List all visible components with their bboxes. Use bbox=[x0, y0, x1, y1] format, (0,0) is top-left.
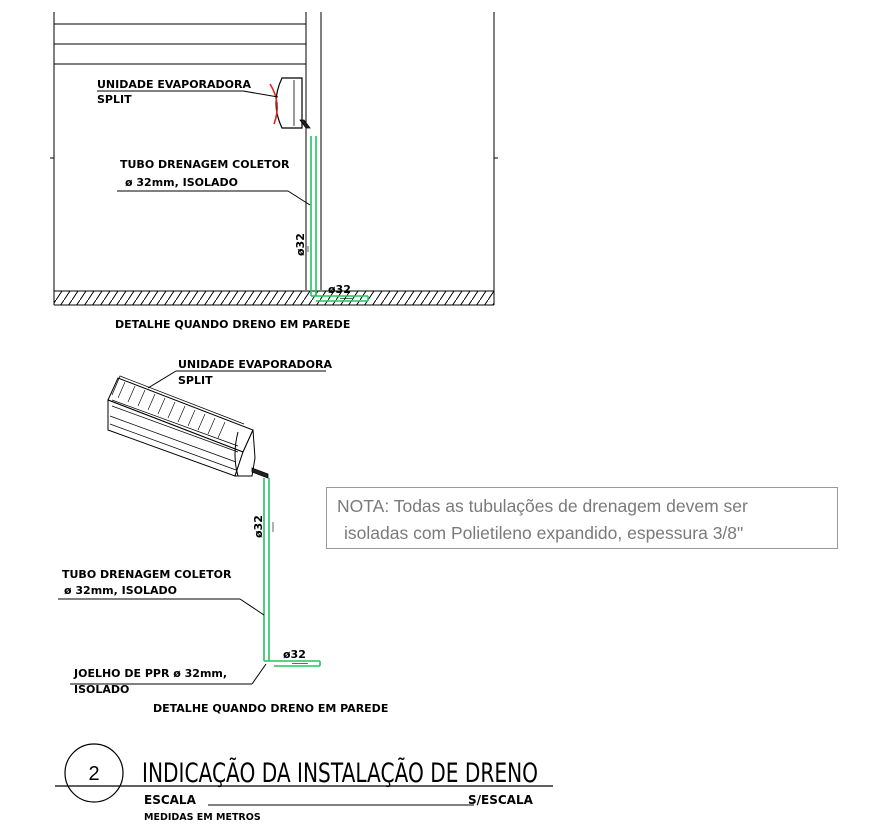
leader-line bbox=[239, 598, 265, 616]
detail-isometric: UNIDADE EVAPORADORA SPLIT ø32 TUBO DRENA… bbox=[58, 358, 388, 715]
drain-pipe-horizontal-2 bbox=[264, 660, 321, 667]
pipe-label-line1: TUBO DRENAGEM COLETOR bbox=[62, 568, 232, 581]
scale-value: S/ESCALA bbox=[468, 793, 534, 807]
note-line1: NOTA: Todas as tubulações de drenagem de… bbox=[337, 496, 748, 516]
unit-label-line2: SPLIT bbox=[97, 93, 132, 106]
leader-line bbox=[147, 370, 177, 389]
elbow-label-line2: ISOLADO bbox=[74, 683, 129, 696]
dimension-horizontal: ø32 bbox=[328, 283, 351, 296]
dimension-vertical: ø32 bbox=[252, 515, 265, 538]
drain-pipe-vertical bbox=[310, 136, 317, 296]
leader-line bbox=[251, 663, 267, 685]
unit-label-line2: SPLIT bbox=[178, 374, 213, 387]
pipe-label-line2: ø 32mm, ISOLADO bbox=[125, 176, 238, 189]
detail-caption: DETALHE QUANDO DRENO EM PAREDE bbox=[153, 702, 388, 715]
dimension-vertical: ø32 bbox=[294, 233, 307, 256]
dimension-horizontal: ø32 bbox=[283, 648, 306, 661]
note-box: NOTA: Todas as tubulações de drenagem de… bbox=[326, 487, 838, 549]
unit-label-line1: UNIDADE EVAPORADORA bbox=[97, 78, 251, 91]
evaporator-unit-side-icon bbox=[269, 77, 311, 129]
title-block: 2 INDICAÇÃO DA INSTALAÇÃO DE DRENO ESCAL… bbox=[55, 743, 553, 823]
units-note: MEDIDAS EM METROS bbox=[144, 812, 261, 823]
detail-wall-section: UNIDADE EVAPORADORA SPLIT TUBO DRENAGEM … bbox=[50, 12, 498, 331]
note-line2: isoladas com Polietileno expandido, espe… bbox=[344, 523, 744, 543]
scale-label: ESCALA bbox=[144, 793, 197, 807]
floor-hatch bbox=[54, 291, 494, 305]
drawing-title: INDICAÇÃO DA INSTALAÇÃO DE DRENO bbox=[142, 757, 538, 789]
unit-label-line1: UNIDADE EVAPORADORA bbox=[178, 358, 332, 371]
elbow-label-line1: JOELHO DE PPR ø 32mm, bbox=[73, 667, 227, 680]
detail-caption: DETALHE QUANDO DRENO EM PAREDE bbox=[115, 318, 350, 331]
drain-pipe-horizontal bbox=[311, 295, 369, 302]
pipe-label-line2: ø 32mm, ISOLADO bbox=[64, 584, 177, 597]
evaporator-unit-isometric-icon bbox=[107, 375, 269, 479]
detail-number-circle bbox=[64, 743, 124, 803]
leader-line bbox=[287, 190, 311, 206]
drain-pipe-vertical-2 bbox=[263, 478, 270, 661]
detail-number: 2 bbox=[88, 763, 99, 785]
pipe-label-line1: TUBO DRENAGEM COLETOR bbox=[120, 158, 290, 171]
leader-line bbox=[242, 90, 279, 98]
